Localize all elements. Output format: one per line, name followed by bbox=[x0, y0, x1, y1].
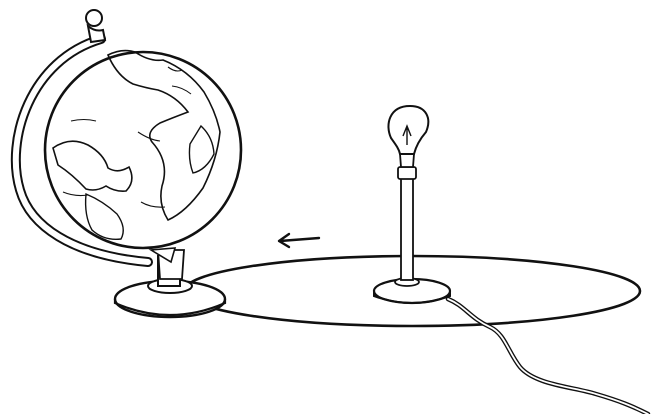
power-cord bbox=[448, 299, 648, 414]
direction-arrow-icon bbox=[279, 234, 319, 247]
globe-sphere bbox=[45, 52, 241, 248]
globe-icon bbox=[16, 10, 241, 317]
light-bulb-icon bbox=[374, 106, 450, 303]
globe-top-knob bbox=[86, 10, 105, 42]
